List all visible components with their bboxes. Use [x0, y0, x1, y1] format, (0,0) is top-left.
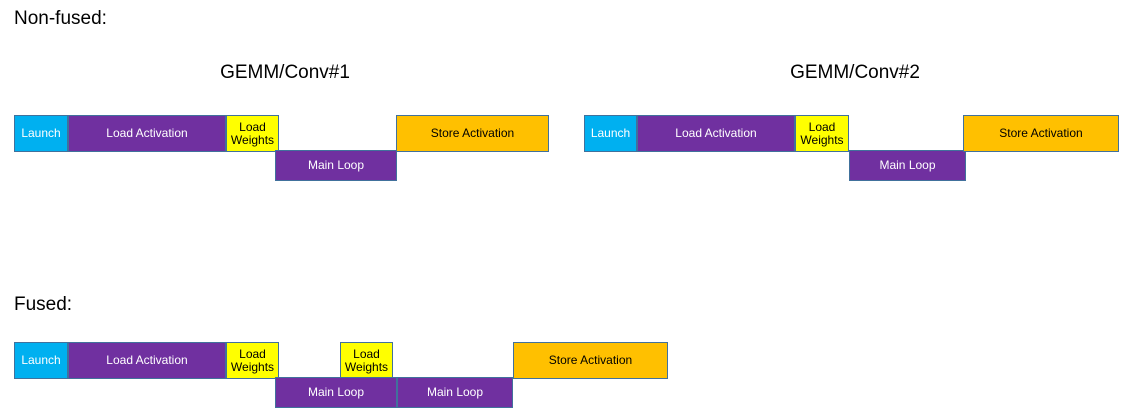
bar-load-weights: Load Weights: [226, 115, 279, 152]
bar-label: Main Loop: [307, 158, 365, 172]
bar-label: Launch: [590, 126, 631, 140]
bar-label: Launch: [21, 126, 61, 140]
bar-load-activation: Load Activation: [68, 342, 226, 379]
section-label-non-fused: Non-fused:: [14, 8, 107, 29]
bar-label: Load Activation: [675, 126, 757, 140]
bar-label: Load Activation: [106, 126, 188, 140]
bar-label: Main Loop: [879, 158, 936, 172]
bar-load-activation: Load Activation: [68, 115, 226, 152]
bar-label: Main Loop: [307, 385, 365, 399]
bar-label: Store Activation: [999, 126, 1083, 140]
bar-label: Load Weights: [800, 119, 844, 147]
group-title-2: GEMM/Conv#2: [790, 62, 920, 83]
bar-main-loop-1: Main Loop: [275, 377, 397, 408]
bar-label: Main Loop: [426, 385, 484, 399]
bar-load-weights-2: Load Weights: [340, 342, 393, 379]
bar-label: Launch: [21, 353, 61, 367]
bar-store-activation: Store Activation: [513, 342, 668, 379]
section-label-fused: Fused:: [14, 294, 73, 315]
bar-launch: Launch: [584, 115, 637, 152]
group-title-1: GEMM/Conv#1: [220, 62, 350, 83]
bar-label: Load Weights: [344, 346, 389, 374]
bar-main-loop-2: Main Loop: [397, 377, 513, 408]
bar-load-weights: Load Weights: [795, 115, 849, 152]
bar-launch: Launch: [14, 115, 68, 152]
bar-label: Load Weights: [230, 119, 275, 147]
bar-launch: Launch: [14, 342, 68, 379]
bar-label: Load Activation: [106, 353, 188, 367]
bar-load-activation: Load Activation: [637, 115, 795, 152]
bar-main-loop: Main Loop: [849, 150, 966, 181]
bar-label: Load Weights: [230, 346, 275, 374]
bar-label: Store Activation: [548, 353, 633, 367]
bar-label: Store Activation: [430, 126, 515, 140]
bar-store-activation: Store Activation: [396, 115, 549, 152]
bar-main-loop: Main Loop: [275, 150, 397, 181]
bar-load-weights-1: Load Weights: [226, 342, 279, 379]
bar-store-activation: Store Activation: [963, 115, 1119, 152]
